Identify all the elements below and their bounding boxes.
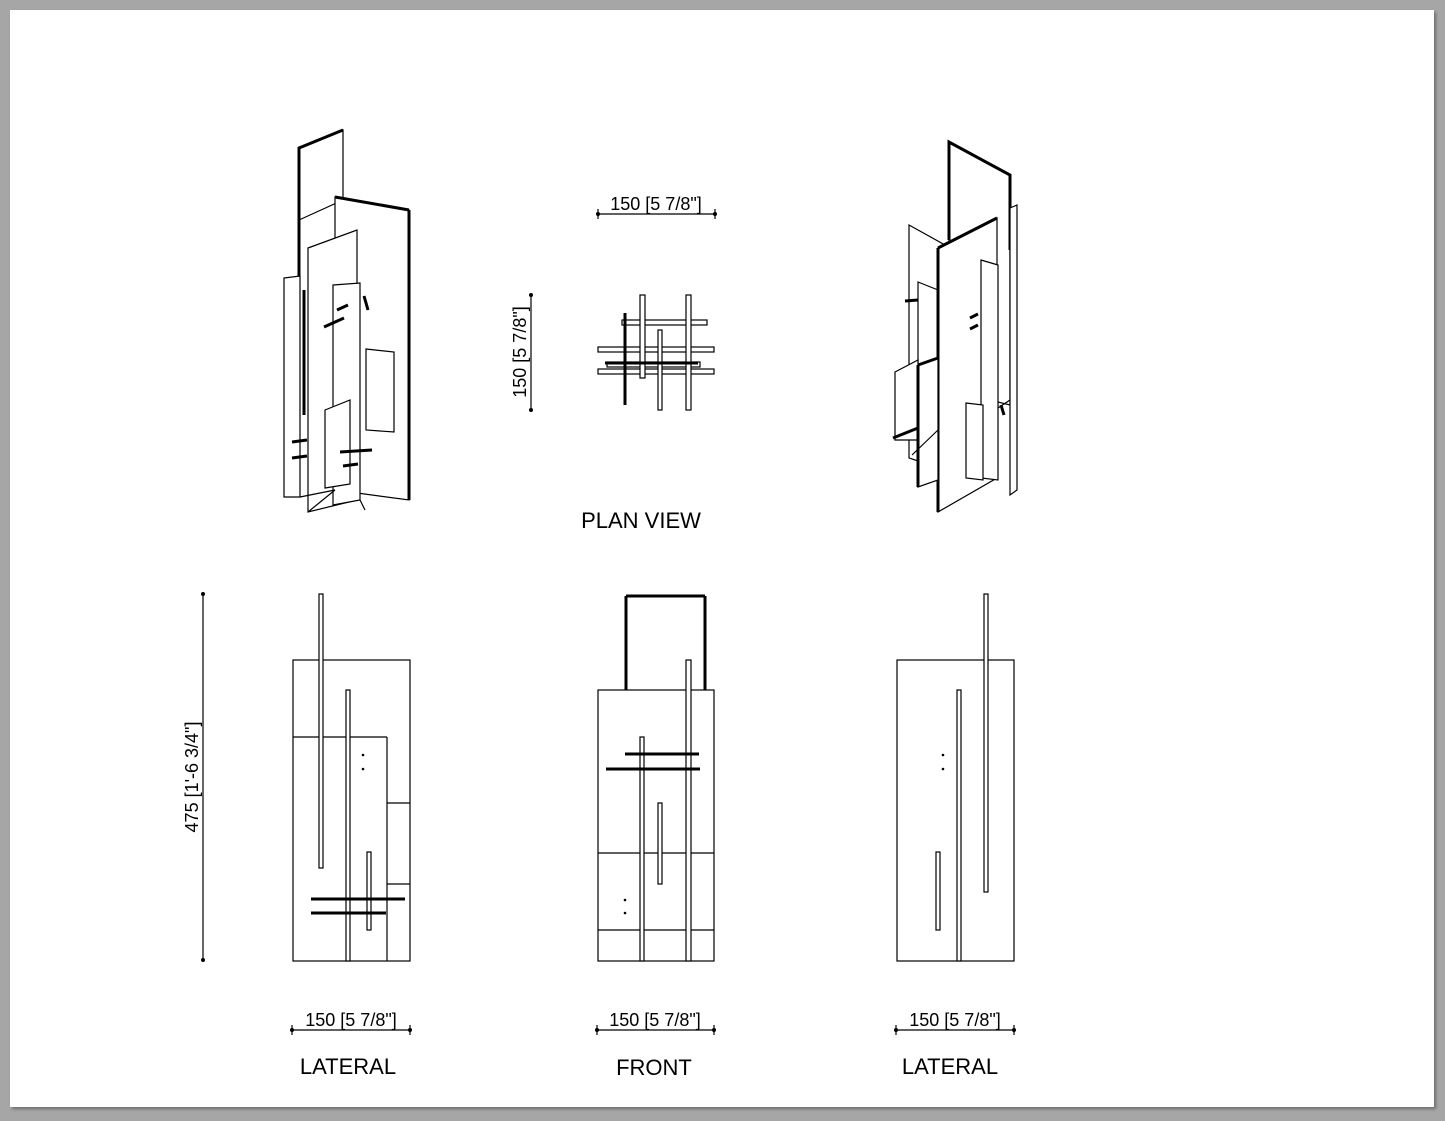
height-label: 475 [1'-6 3/4"] (182, 722, 202, 833)
plan-width-dimension: 150 [5 7/8"] (596, 194, 717, 219)
lateral-right-width-dimension: 150 [5 7/8"] (894, 1010, 1016, 1035)
plan-view: 150 [5 7/8"] 150 [5 7/8"] PLAN VIEW (510, 194, 717, 533)
plan-shape (597, 294, 715, 411)
lateral-right-title: LATERAL (902, 1054, 998, 1079)
front-title: FRONT (616, 1055, 692, 1080)
lateral-left-view: 150 [5 7/8"] LATERAL (290, 593, 412, 1079)
isometric-view-right (892, 139, 1018, 514)
drawing-sheet (10, 10, 1434, 1107)
front-view: 150 [5 7/8"] FRONT (595, 594, 716, 1080)
lateral-right-view: 150 [5 7/8"] LATERAL (894, 593, 1016, 1079)
lateral-left-title: LATERAL (300, 1054, 396, 1079)
lateral-right-width-label: 150 [5 7/8"] (909, 1010, 1000, 1030)
front-width-dimension: 150 [5 7/8"] (595, 1010, 716, 1035)
isometric-view-left (283, 128, 411, 513)
plan-depth-dimension: 150 [5 7/8"] (510, 293, 533, 412)
lateral-left-width-label: 150 [5 7/8"] (305, 1010, 396, 1030)
plan-depth-label: 150 [5 7/8"] (510, 306, 530, 397)
height-dimension: 475 [1'-6 3/4"] (182, 592, 205, 962)
plan-view-title: PLAN VIEW (581, 508, 701, 533)
lateral-left-width-dimension: 150 [5 7/8"] (290, 1010, 412, 1035)
front-width-label: 150 [5 7/8"] (609, 1010, 700, 1030)
plan-width-label: 150 [5 7/8"] (610, 194, 701, 214)
